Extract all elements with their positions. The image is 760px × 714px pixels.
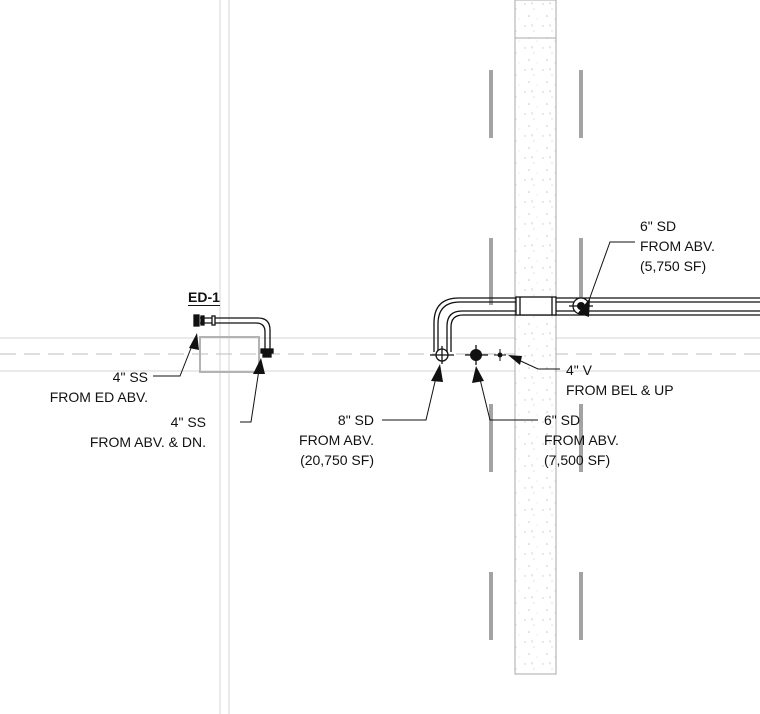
label-4-v-from-bel-up: 4" V FROM BEL & UP <box>566 360 674 400</box>
label-line: FROM ED ABV. <box>49 389 148 405</box>
label-line: FROM ABV. <box>640 238 715 254</box>
sd-main-pipe <box>433 296 760 352</box>
label-line: 6" SD <box>640 218 677 234</box>
concrete-wall <box>514 0 557 675</box>
label-line: 6" SD <box>544 412 581 428</box>
label-line: 4" SS <box>170 414 206 430</box>
label-4-ss-from-ed-abv: 4" SS FROM ED ABV. <box>50 367 148 407</box>
label-line: 4" SS <box>112 369 148 385</box>
leader-lines <box>153 241 635 423</box>
label-line: (20,750 SF) <box>300 452 374 468</box>
label-4-ss-from-abv-dn: 4" SS FROM ABV. & DN. <box>90 412 206 452</box>
column-marks <box>489 70 583 640</box>
label-line: FROM ABV. <box>299 432 374 448</box>
label-line: (7,500 SF) <box>544 452 611 468</box>
label-line: FROM BEL & UP <box>566 382 674 398</box>
label-line: 4" V <box>566 362 592 378</box>
label-line: (5,750 SF) <box>640 258 707 274</box>
label-line: FROM ABV. <box>544 432 619 448</box>
label-6-sd-from-abv-7500: 6" SD FROM ABV. (7,500 SF) <box>544 410 619 470</box>
sd6-riser-icon <box>465 345 488 365</box>
ed-1-box <box>199 336 260 373</box>
equipment-tag-ed-1: ED-1 <box>188 289 220 305</box>
ss-pipe-ed-1 <box>193 314 274 358</box>
leader-arrowheads <box>189 298 590 383</box>
sd8-riser-icon <box>430 346 454 364</box>
vent-riser-icon <box>494 349 506 361</box>
label-line: 8" SD <box>337 412 374 428</box>
label-8-sd-from-abv: 8" SD FROM ABV. (20,750 SF) <box>299 410 374 470</box>
label-line: FROM ABV. & DN. <box>89 434 206 450</box>
label-6-sd-from-abv-5750: 6" SD FROM ABV. (5,750 SF) <box>640 216 715 276</box>
